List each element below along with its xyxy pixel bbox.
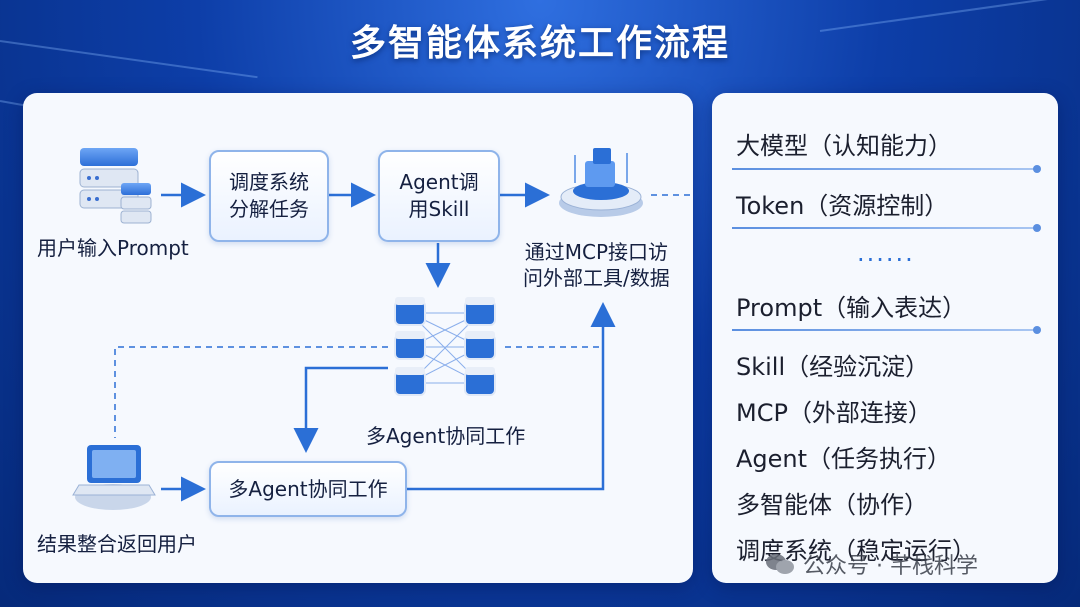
user-input-label: 用户输入Prompt xyxy=(37,236,189,260)
collab-node: 多Agent协同工作 xyxy=(209,461,407,517)
mcp-label: 通过MCP接口访 问外部工具/数据 xyxy=(523,240,670,290)
page-title: 多智能体系统工作流程 xyxy=(349,23,730,64)
legend-item-multi-agent: 多智能体（协作） xyxy=(736,491,928,519)
wechat-icon xyxy=(765,552,795,576)
legend-item-llm: 大模型（认知能力） xyxy=(736,132,952,160)
dispatch-node: 调度系统 分解任务 xyxy=(209,150,329,242)
legend-item-agent: Agent（任务执行） xyxy=(736,445,952,473)
flow-connectors xyxy=(72,148,693,510)
legend-item-token: Token（资源控制） xyxy=(736,192,949,220)
agent-network-icon xyxy=(394,297,496,396)
flowchart-panel: 用户输入Prompt 调度系统 分解任务 Agent调 用Skill 通过MCP… xyxy=(23,93,693,583)
legend-item-skill: Skill（经验沉淀） xyxy=(736,353,930,381)
server-stack-icon xyxy=(79,148,152,224)
collab-network-label: 多Agent协同工作 xyxy=(366,424,526,448)
watermark: 公众号 · 芊栈科学 xyxy=(765,548,978,580)
legend-item-prompt: Prompt（输入表达） xyxy=(736,294,967,322)
components-panel: 大模型（认知能力） Token（资源控制） ...... Prompt（输入表达… xyxy=(712,93,1058,583)
separator xyxy=(732,326,1041,334)
watermark-text: 公众号 · 芊栈科学 xyxy=(803,554,978,579)
separator xyxy=(732,165,1041,173)
separator xyxy=(732,224,1041,232)
legend-item-mcp: MCP（外部连接） xyxy=(736,399,932,427)
laptop-icon xyxy=(72,445,156,510)
mcp-platform-icon xyxy=(559,148,643,217)
agent-skill-node: Agent调 用Skill xyxy=(378,150,500,242)
legend-ellipsis: ...... xyxy=(857,239,915,267)
result-label: 结果整合返回用户 xyxy=(37,532,197,556)
